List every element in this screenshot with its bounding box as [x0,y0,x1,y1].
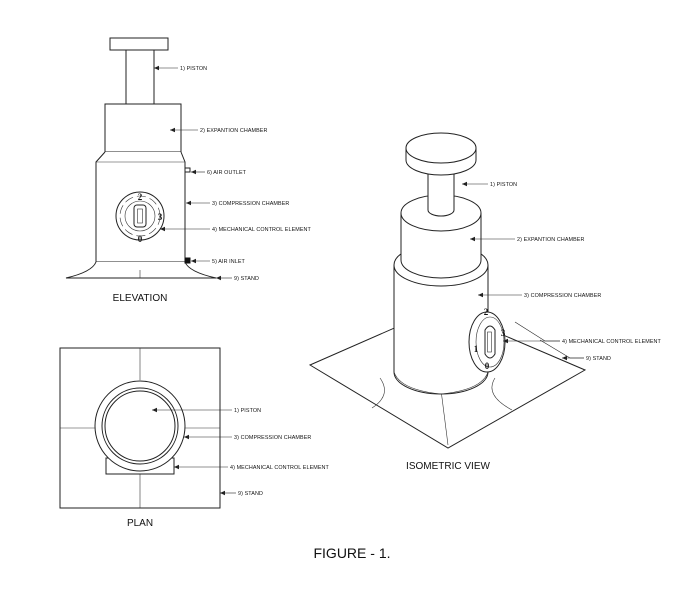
elevation-dial-number-2: 2 [138,192,143,202]
elevation-piston-rod [126,50,154,104]
plan-label-compression: 3) COMPRESSION CHAMBER [234,435,311,441]
isometric-label-piston: 1) PISTON [490,182,517,188]
elevation-label-expansion: 2) EXPANTION CHAMBER [200,128,268,134]
plan-label-control: 4) MECHANICAL CONTROL ELEMENT [230,465,330,471]
elevation-air-outlet [185,168,190,172]
isometric-dial-number-2: 2 [484,307,489,317]
isometric-title: ISOMETRIC VIEW [406,461,490,472]
isometric-dial-number-0: 0 [485,361,490,371]
elevation-view: 2 3 0 1) PISTON 2) EXPANTION CHAMBER 6) … [66,38,312,304]
elevation-label-air-outlet: 6) AIR OUTLET [207,170,247,176]
elevation-expansion-chamber [105,104,181,152]
isometric-piston-rod [428,172,454,216]
plan-label-stand: 9) STAND [238,491,263,497]
elevation-title: ELEVATION [113,293,168,304]
plan-title: PLAN [127,518,153,529]
elevation-dial-number-3: 3 [158,212,163,222]
elevation-piston-cap [110,38,168,50]
isometric-dial-number-1: 1 [474,344,479,354]
isometric-label-compression: 3) COMPRESSION CHAMBER [524,293,601,299]
elevation-stand [66,262,216,278]
isometric-dial-number-3: 3 [501,328,506,338]
isometric-label-stand: 9) STAND [586,356,611,362]
isometric-label-expansion: 2) EXPANTION CHAMBER [517,237,585,243]
isometric-label-control: 4) MECHANICAL CONTROL ELEMENT [562,339,662,345]
isometric-view: 2 3 1 0 1) PISTON 2) EXPANTION CHAMBER 3… [310,133,662,472]
elevation-label-piston: 1) PISTON [180,66,207,72]
plan-view: 1) PISTON 3) COMPRESSION CHAMBER 4) MECH… [60,348,330,529]
plan-piston [105,391,175,461]
elevation-air-inlet [185,258,190,263]
elevation-label-compression: 3) COMPRESSION CHAMBER [212,201,289,207]
plan-label-piston: 1) PISTON [234,408,261,414]
elevation-label-control: 4) MECHANICAL CONTROL ELEMENT [212,227,312,233]
elevation-label-stand: 9) STAND [234,276,259,282]
elevation-dial-number-0: 0 [138,234,143,244]
elevation-label-air-inlet: 5) AIR INLET [212,259,246,265]
figure-caption: FIGURE - 1. [313,545,390,561]
